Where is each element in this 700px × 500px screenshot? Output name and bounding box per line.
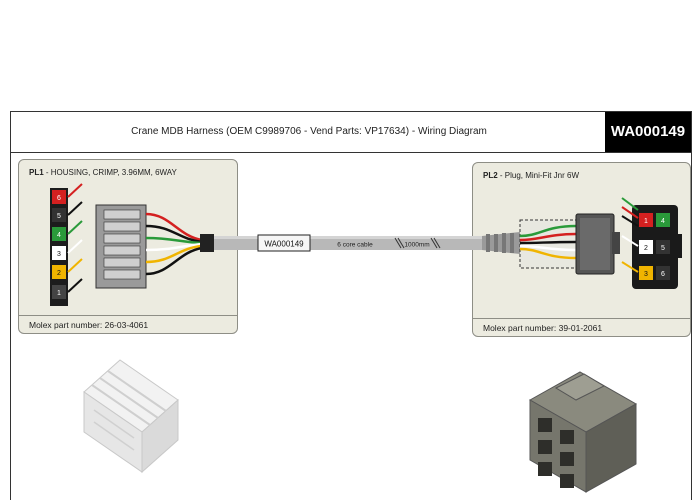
pl2-part-number: Molex part number: 39-01-2061 [473, 318, 690, 336]
pl1-wire-white [145, 242, 203, 252]
pl2-title: PL2 - Plug, Mini-Fit Jnr 6W [483, 171, 579, 180]
pl1-wire-red [145, 212, 203, 242]
pl2-wire-green [519, 224, 577, 238]
diagram-title: Crane MDB Harness (OEM C9989706 - Vend P… [131, 126, 487, 137]
pl1-housing-photo [83, 359, 179, 474]
pl1-wire-black-2 [145, 246, 203, 276]
drawing-code: WA000149 [605, 112, 691, 152]
pl2-description: - Plug, Mini-Fit Jnr 6W [497, 171, 580, 180]
pl2-pin-label-2: 2 [644, 245, 648, 252]
pl2-boot [482, 232, 520, 254]
pl1-id: PL1 [29, 168, 44, 177]
pl1-pin-6 [52, 190, 66, 204]
length-marker [394, 237, 441, 249]
cable-label: WA000149 [264, 240, 304, 249]
pl2-pin-3 [639, 240, 653, 254]
pl1-pin-5 [52, 208, 66, 222]
pl1-pin-label-2: 2 [57, 270, 61, 277]
title-bar: Crane MDB Harness (OEM C9989706 - Vend P… [11, 112, 691, 153]
pl1-pin-4 [52, 227, 66, 241]
pl1-pin-label-1: 1 [57, 290, 61, 297]
pl1-pin-1 [52, 285, 66, 299]
pl2-wire-white [519, 244, 577, 252]
pl1-cable-sleeve [200, 234, 214, 252]
pl1-pin-label-3: 3 [57, 251, 61, 258]
pl2-pin-1 [639, 213, 653, 227]
pl1-pin-label-4: 4 [57, 232, 61, 239]
pl2-id: PL2 [483, 171, 498, 180]
pl2-pin-2 [656, 213, 670, 227]
pl1-title: PL1 - HOUSING, CRIMP, 3.96MM, 6WAY [29, 168, 177, 177]
pl1-pin-3 [52, 246, 66, 260]
pl2-pin-5 [639, 266, 653, 280]
pl2-wire-black-1 [519, 240, 577, 245]
pl2-pin-6 [656, 266, 670, 280]
pl2-pin-face: 1 4 2 5 3 6 [632, 205, 682, 289]
cable-label-box [257, 234, 311, 252]
pl2-pin-label-3: 3 [644, 271, 648, 278]
pl2-plug-photo [528, 371, 638, 493]
pl1-pin-label-6: 6 [57, 195, 61, 202]
pl1-pin-label-5: 5 [57, 213, 61, 220]
pl1-pin-2 [52, 265, 66, 279]
pl1-wire-black-1 [145, 224, 203, 244]
pl2-plug-body [575, 213, 620, 275]
pl2-pin-arrows [621, 197, 639, 273]
pl1-wire-yellow [145, 244, 203, 264]
pl2-wire-red [519, 232, 577, 242]
pl1-part-number: Molex part number: 26-03-4061 [19, 315, 237, 333]
pl1-pin-arrows [67, 183, 83, 293]
pl2-pin-label-5: 5 [661, 245, 665, 252]
cable-type: 6 core cable [337, 242, 373, 249]
pl2-pin-label-4: 4 [661, 218, 665, 225]
pl1-pin-strip: 6 5 4 3 2 1 [50, 188, 68, 306]
pl1-wire-green [145, 236, 203, 245]
pl1-housing [95, 204, 147, 289]
pl2-wires [519, 224, 577, 260]
cable-length: 1000mm [404, 242, 429, 249]
pl2-pin-4 [656, 240, 670, 254]
pl1-description: - HOUSING, CRIMP, 3.96MM, 6WAY [43, 168, 177, 177]
pl2-wire-yellow [519, 247, 577, 260]
pl2-pin-label-1: 1 [644, 218, 648, 225]
pl2-pin-label-6: 6 [661, 271, 665, 278]
pl1-wires [145, 212, 203, 276]
cable-highlight [210, 236, 490, 239]
